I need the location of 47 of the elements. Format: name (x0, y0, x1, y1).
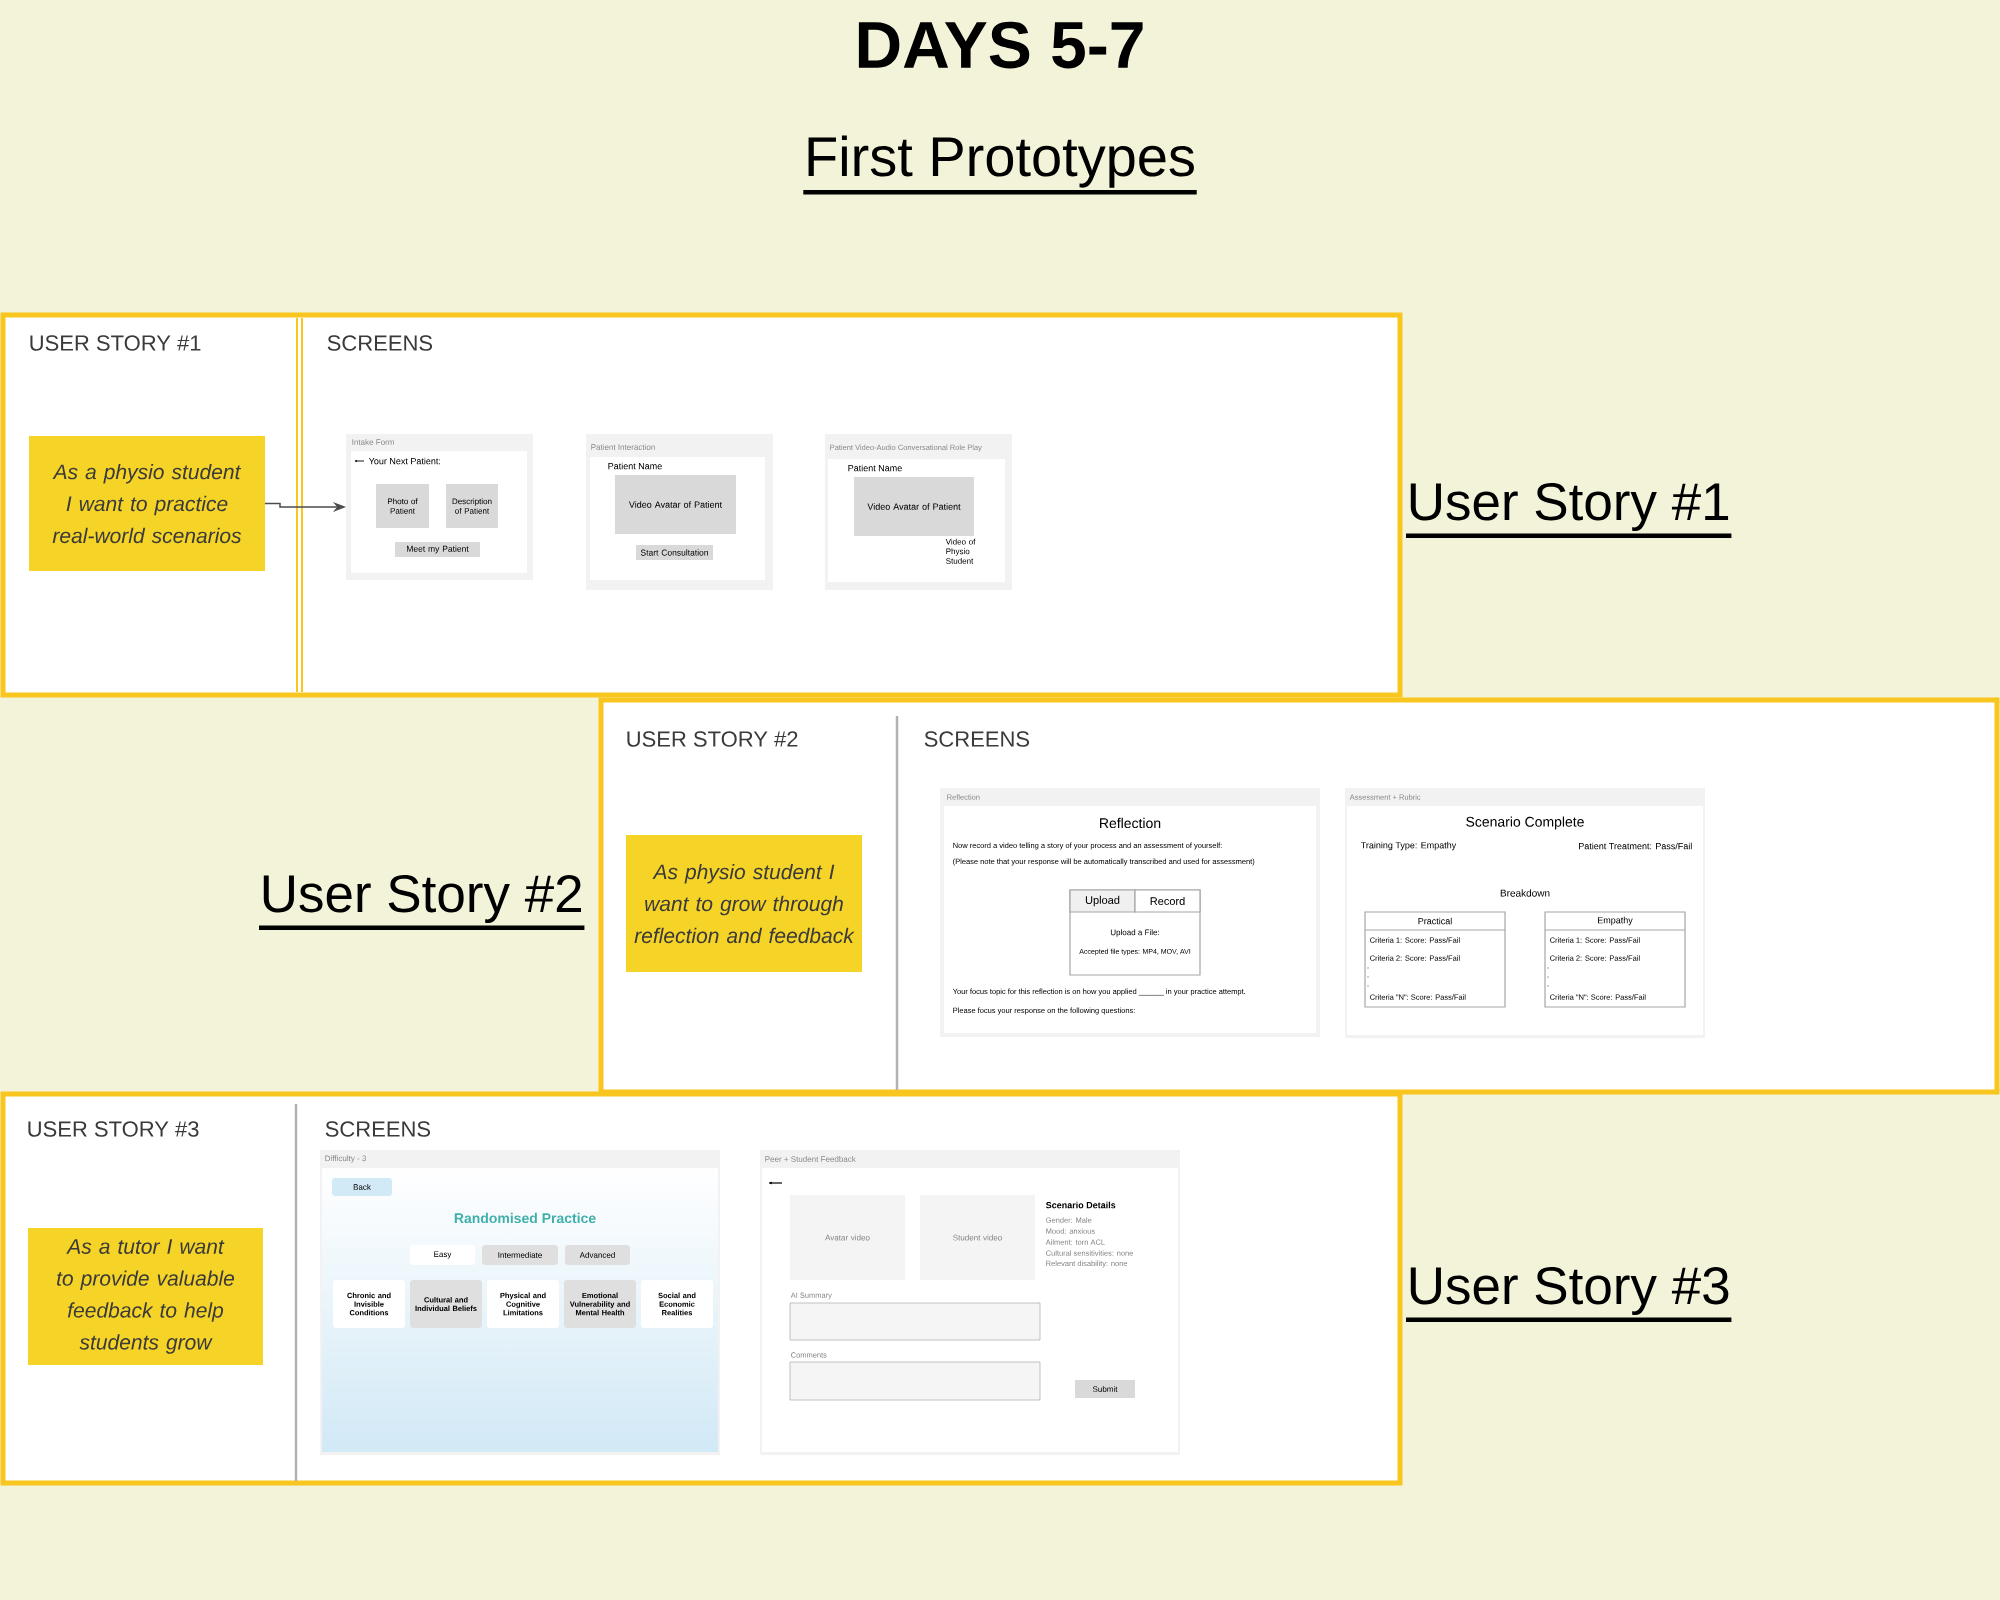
placeholder-field: Photo of Patient (376, 484, 429, 528)
button: Start Consultation (636, 545, 713, 560)
section-heading: Breakdown (1500, 889, 1550, 897)
column-heading: SCREENS (924, 731, 1030, 747)
tab: Upload (1069, 889, 1136, 913)
placeholder-field: Video Avatar of Patient (615, 475, 736, 534)
screen-text: Patient Name (608, 462, 662, 470)
table-header: Empathy (1597, 916, 1633, 926)
placeholder-field: Description of Patient (446, 484, 498, 528)
placeholder-field: Student video (920, 1195, 1035, 1280)
title: DAYS 5-7 (858, 21, 1143, 69)
upload-label: Upload a File: (1110, 929, 1159, 937)
screen-heading: Reflection (1100, 817, 1161, 829)
button: Easy (410, 1245, 475, 1265)
screen-title: Patient Interaction (591, 444, 655, 450)
screen-heading: Randomised Practice (454, 1212, 596, 1224)
button: Back (332, 1178, 392, 1196)
screen-text: Your Next Patient: (368, 457, 441, 465)
sticky-note: As a physio student I want to practice real-world scenarios (29, 436, 265, 571)
placeholder-field: Video Avatar of Patient (854, 477, 974, 536)
sticky-note: As physio student I want to grow through reflection and feedback (626, 835, 862, 972)
column-heading: USER STORY #2 (627, 731, 798, 747)
table-header: Practical (1418, 917, 1452, 925)
handwritten-heading: User Story #1 (1406, 482, 1732, 538)
screen-title: Difficulty - 3 (325, 1155, 367, 1163)
screen-text: Video of Physio Student (945, 538, 976, 564)
screen-heading: Scenario Complete (1466, 816, 1584, 830)
details-heading: Scenario Details (1046, 1201, 1116, 1209)
screen-text: Training Type: Empathy (1360, 841, 1457, 851)
handwritten-heading: User Story #3 (1406, 1266, 1732, 1322)
screen-title: Intake Form (352, 439, 394, 445)
handwritten-heading: User Story #2 (259, 874, 585, 930)
button: Meet my Patient (395, 542, 480, 557)
column-heading: USER STORY #1 (30, 335, 201, 351)
screen-title: Peer + Student Feedback (765, 1156, 856, 1162)
button: Submit (1075, 1380, 1135, 1398)
placeholder-field: Avatar video (790, 1195, 905, 1280)
button: Advanced (565, 1245, 630, 1265)
column-heading: SCREENS (327, 335, 433, 351)
screen-text: Patient Name (848, 464, 902, 472)
subtitle: First Prototypes (803, 135, 1197, 195)
button: Intermediate (482, 1245, 558, 1265)
sticky-note: As a tutor I want to provide valuable feedback to help students grow (28, 1228, 263, 1365)
column-heading: SCREENS (325, 1121, 431, 1137)
column-heading: USER STORY #3 (28, 1121, 199, 1137)
tab: Record (1134, 889, 1201, 913)
screen-text: Patient Treatment: Pass/Fail (1579, 842, 1692, 850)
